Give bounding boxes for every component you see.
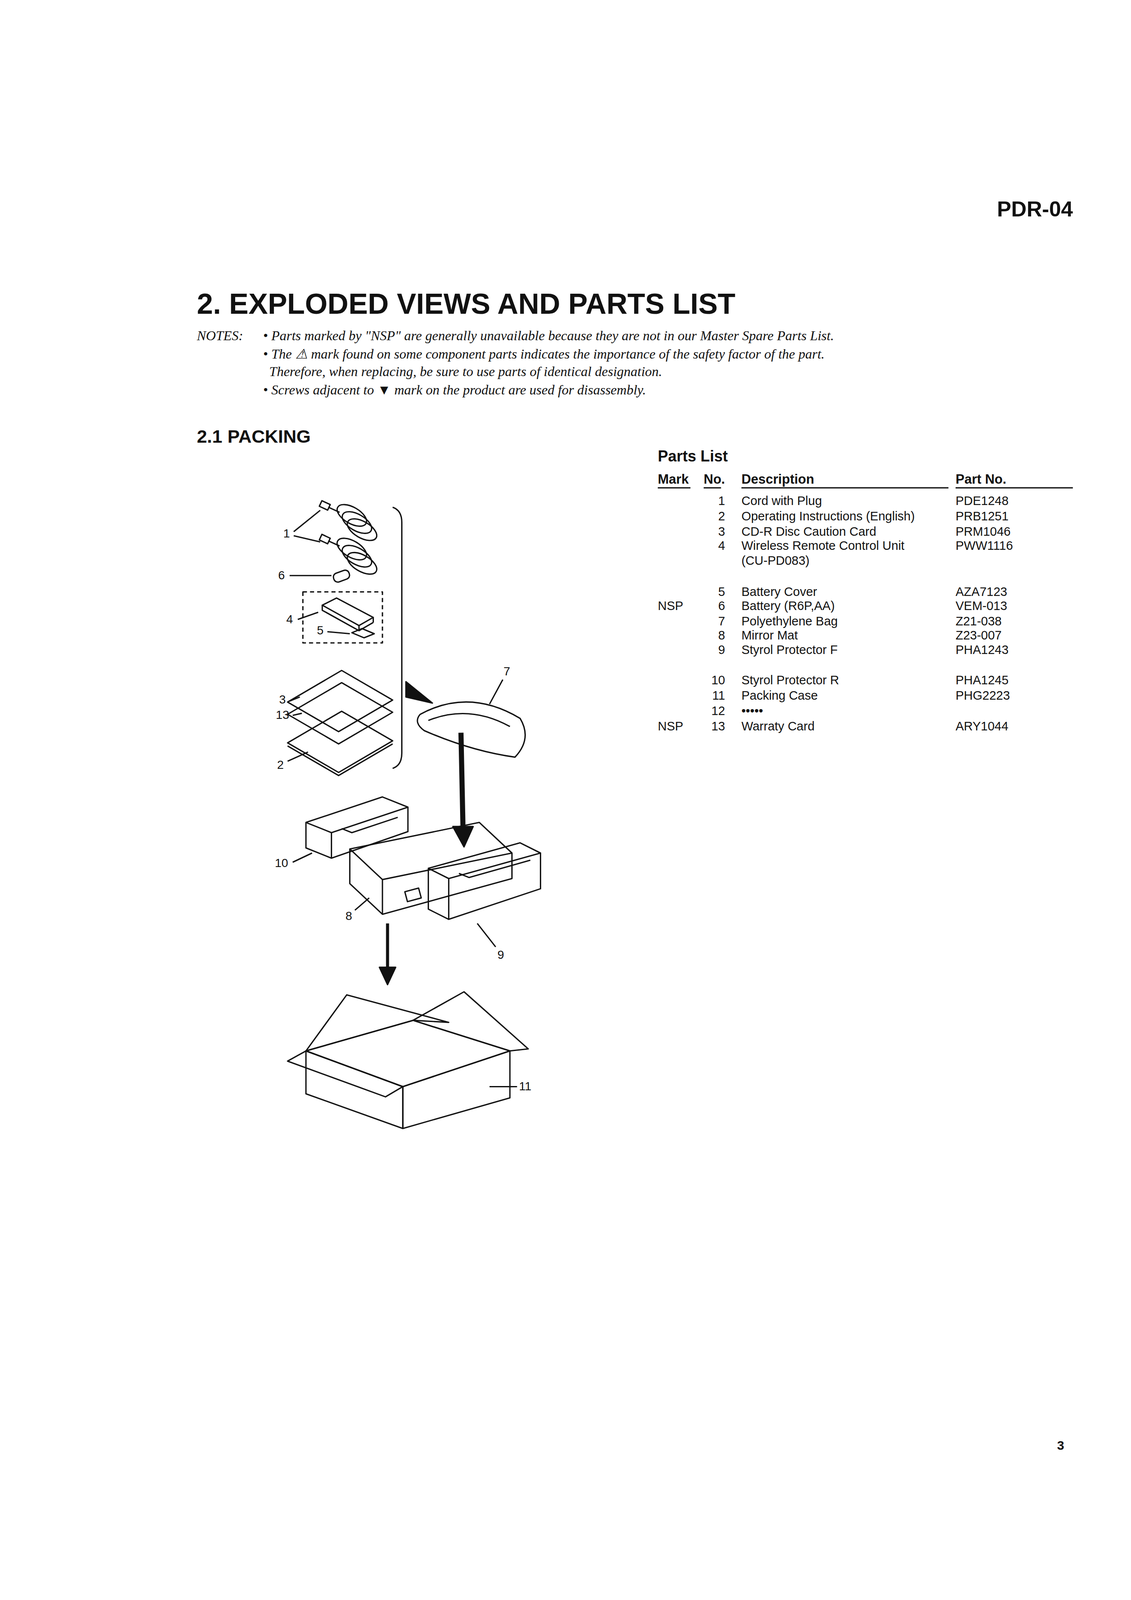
- note-text: Therefore, when replacing, be sure to us…: [269, 363, 662, 380]
- model-name: PDR-04: [996, 196, 1073, 222]
- part-description: Warraty Card: [741, 718, 815, 734]
- item-number: 12: [711, 703, 726, 719]
- part-number: PHA1245: [955, 672, 1009, 688]
- part-description: Styrol Protector F: [741, 642, 838, 658]
- part-number: ARY1044: [955, 718, 1009, 734]
- part-description: Cord with Plug: [741, 493, 823, 509]
- notes-heading: NOTES:: [196, 327, 243, 344]
- part-number: PRM1046: [955, 524, 1011, 540]
- part-number: Z23-007: [955, 627, 1002, 643]
- part-number: Z21-038: [955, 613, 1002, 629]
- part-description: •••••: [741, 703, 764, 719]
- part-description: Mirror Mat: [741, 627, 798, 643]
- part-number: PDE1248: [955, 493, 1009, 509]
- callout-number: 9: [497, 947, 505, 962]
- page-title: 2. EXPLODED VIEWS AND PARTS LIST: [196, 286, 736, 322]
- item-number: 5: [718, 584, 726, 600]
- callout-number: 8: [345, 908, 353, 924]
- part-number: PRB1251: [955, 508, 1009, 524]
- part-description: Battery (R6P,AA): [741, 598, 835, 614]
- column-header: No.: [703, 471, 726, 487]
- item-number: 3: [718, 524, 726, 540]
- part-number: AZA7123: [955, 584, 1008, 600]
- callout-number: 10: [274, 855, 289, 871]
- column-header: Mark: [657, 471, 689, 487]
- part-description: Battery Cover: [741, 584, 817, 600]
- item-number: 4: [718, 538, 726, 554]
- nsp-mark: NSP: [657, 718, 684, 734]
- item-number: 6: [718, 598, 726, 614]
- part-number: PHA1243: [955, 642, 1009, 658]
- callout-number: 13: [275, 707, 289, 723]
- item-number: 2: [718, 508, 726, 524]
- section-heading: 2.1 PACKING: [196, 425, 311, 448]
- part-description: CD-R Disc Caution Card: [741, 524, 877, 540]
- nsp-mark: NSP: [657, 598, 684, 614]
- item-number: 8: [718, 627, 726, 643]
- part-description: Polyethylene Bag: [741, 613, 838, 629]
- callout-number: 5: [317, 623, 324, 638]
- item-number: 10: [711, 672, 726, 688]
- part-description: Styrol Protector R: [741, 672, 840, 688]
- note-text: • The ⚠ mark found on some component par…: [263, 345, 825, 362]
- item-number: 1: [718, 493, 726, 509]
- part-description: Operating Instructions (English): [741, 508, 915, 524]
- callout-number: 11: [518, 1078, 532, 1094]
- item-number: 9: [718, 642, 726, 658]
- exploded-view: [287, 487, 1073, 1129]
- part-number: PHG2223: [955, 687, 1010, 703]
- part-description: Wireless Remote Control Unit (CU-PD083): [741, 538, 930, 569]
- part-description: Packing Case: [741, 687, 818, 703]
- callout-number: 6: [278, 568, 286, 583]
- column-header: Part No.: [955, 471, 1007, 487]
- column-header: Description: [741, 471, 815, 487]
- callout-number: 3: [279, 692, 286, 707]
- item-number: 13: [711, 718, 726, 734]
- item-number: 11: [712, 687, 726, 703]
- callout-number: 2: [276, 757, 284, 773]
- part-number: VEM-013: [955, 598, 1008, 614]
- page-number: 3: [1057, 1437, 1065, 1453]
- callout-number: 7: [503, 664, 511, 679]
- note-text: • Parts marked by "NSP" are generally un…: [263, 327, 834, 344]
- note-text: • Screws adjacent to ▼ mark on the produ…: [263, 381, 647, 398]
- callout-number: 4: [286, 612, 294, 627]
- callout-number: 1: [283, 526, 291, 541]
- part-number: PWW1116: [955, 538, 1013, 554]
- item-number: 7: [718, 613, 726, 629]
- table-title: Parts List: [657, 446, 728, 466]
